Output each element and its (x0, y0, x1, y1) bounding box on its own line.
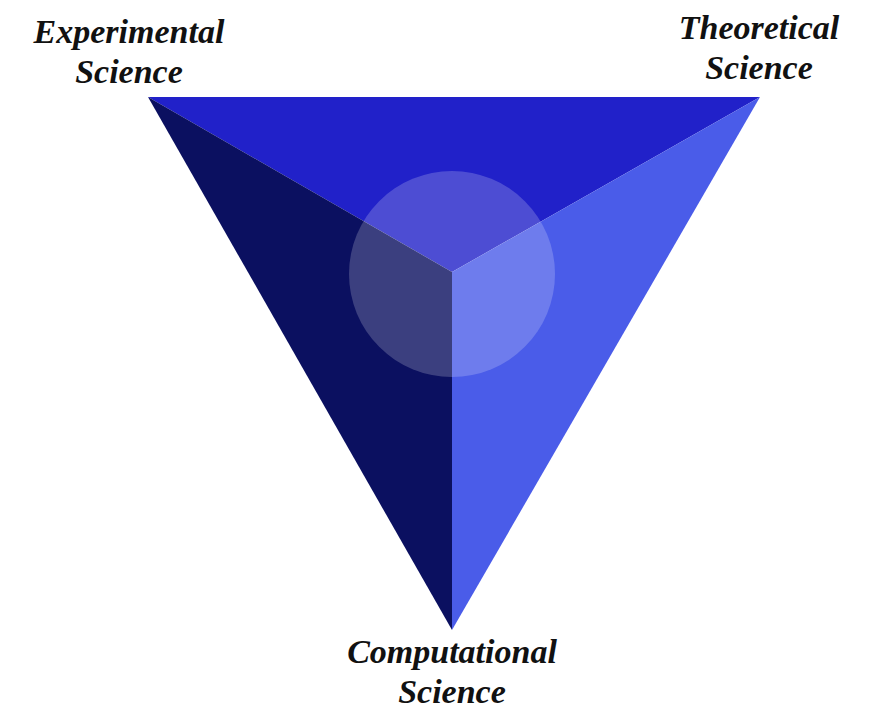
vertex-label: Theoretical Science (655, 8, 863, 88)
vertex-label: Experimental Science (4, 12, 254, 92)
center-circle (349, 171, 555, 377)
vertex-label: Computational Science (297, 632, 607, 712)
